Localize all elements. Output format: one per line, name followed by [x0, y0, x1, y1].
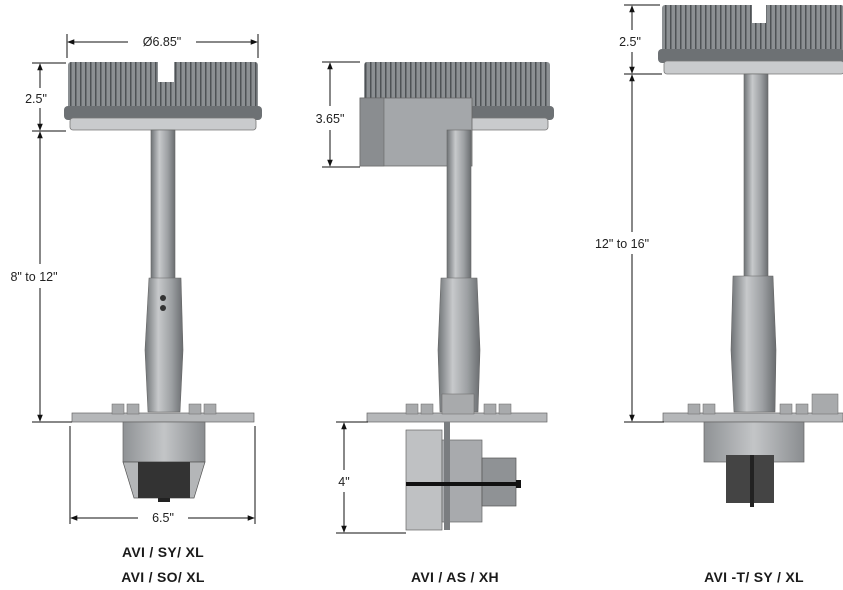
lamp-head — [64, 62, 262, 131]
fixture-avi-sy-xl — [64, 62, 262, 502]
caption-fixture-3: AVI -T/ SY / XL — [704, 569, 804, 585]
lamp-head — [658, 5, 843, 75]
pole — [743, 73, 769, 280]
wall-box — [405, 422, 521, 531]
pole-sleeve — [730, 275, 777, 413]
caption-fixture-1-line-2: AVI / SO/ XL — [121, 569, 205, 585]
caption-fixture-1-line-1: AVI / SY/ XL — [122, 544, 204, 560]
pole — [446, 129, 472, 281]
dim-pole-height-t: 12" to 16" — [595, 237, 649, 251]
base-plate — [71, 403, 255, 423]
caption-fixture-2: AVI / AS / XH — [411, 569, 499, 585]
dim-pole-height: 8" to 12" — [10, 270, 57, 284]
dim-head-height-t: 2.5" — [619, 35, 641, 49]
junction-box — [703, 421, 805, 507]
dimension-lines — [32, 4, 664, 534]
junction-box — [122, 421, 206, 502]
pole-sleeve — [437, 277, 481, 413]
pole — [150, 129, 176, 281]
pole-sleeve — [144, 277, 184, 413]
dim-head-height: 2.5" — [25, 92, 47, 106]
base-plate — [366, 393, 548, 423]
dim-shield-height: 3.65" — [316, 112, 345, 126]
dim-diameter: Ø6.85" — [143, 35, 182, 49]
fixture-avi-as-xh — [359, 62, 554, 531]
dim-base-width: 6.5" — [152, 511, 174, 525]
fixture-avi-t-sy-xl — [658, 5, 843, 507]
dim-box-height: 4" — [338, 475, 349, 489]
